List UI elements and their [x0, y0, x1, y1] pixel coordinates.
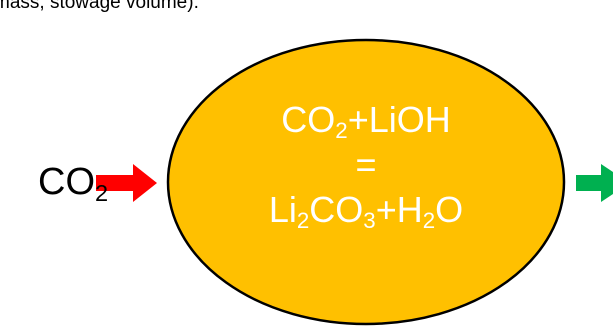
input-arrow [96, 164, 157, 202]
equation-products: Li2CO3+H2O [268, 189, 464, 234]
input-co2-label: CO2 [38, 161, 109, 206]
equation-equals: = [355, 144, 377, 185]
output-arrow [576, 164, 613, 202]
reactor-circle [166, 38, 566, 326]
reaction-equation: CO2+LiOH = Li2CO3+H2O [192, 98, 540, 234]
equation-reactants: CO2+LiOH [281, 99, 451, 144]
header-text: mass, stowage volume). [0, 0, 199, 13]
